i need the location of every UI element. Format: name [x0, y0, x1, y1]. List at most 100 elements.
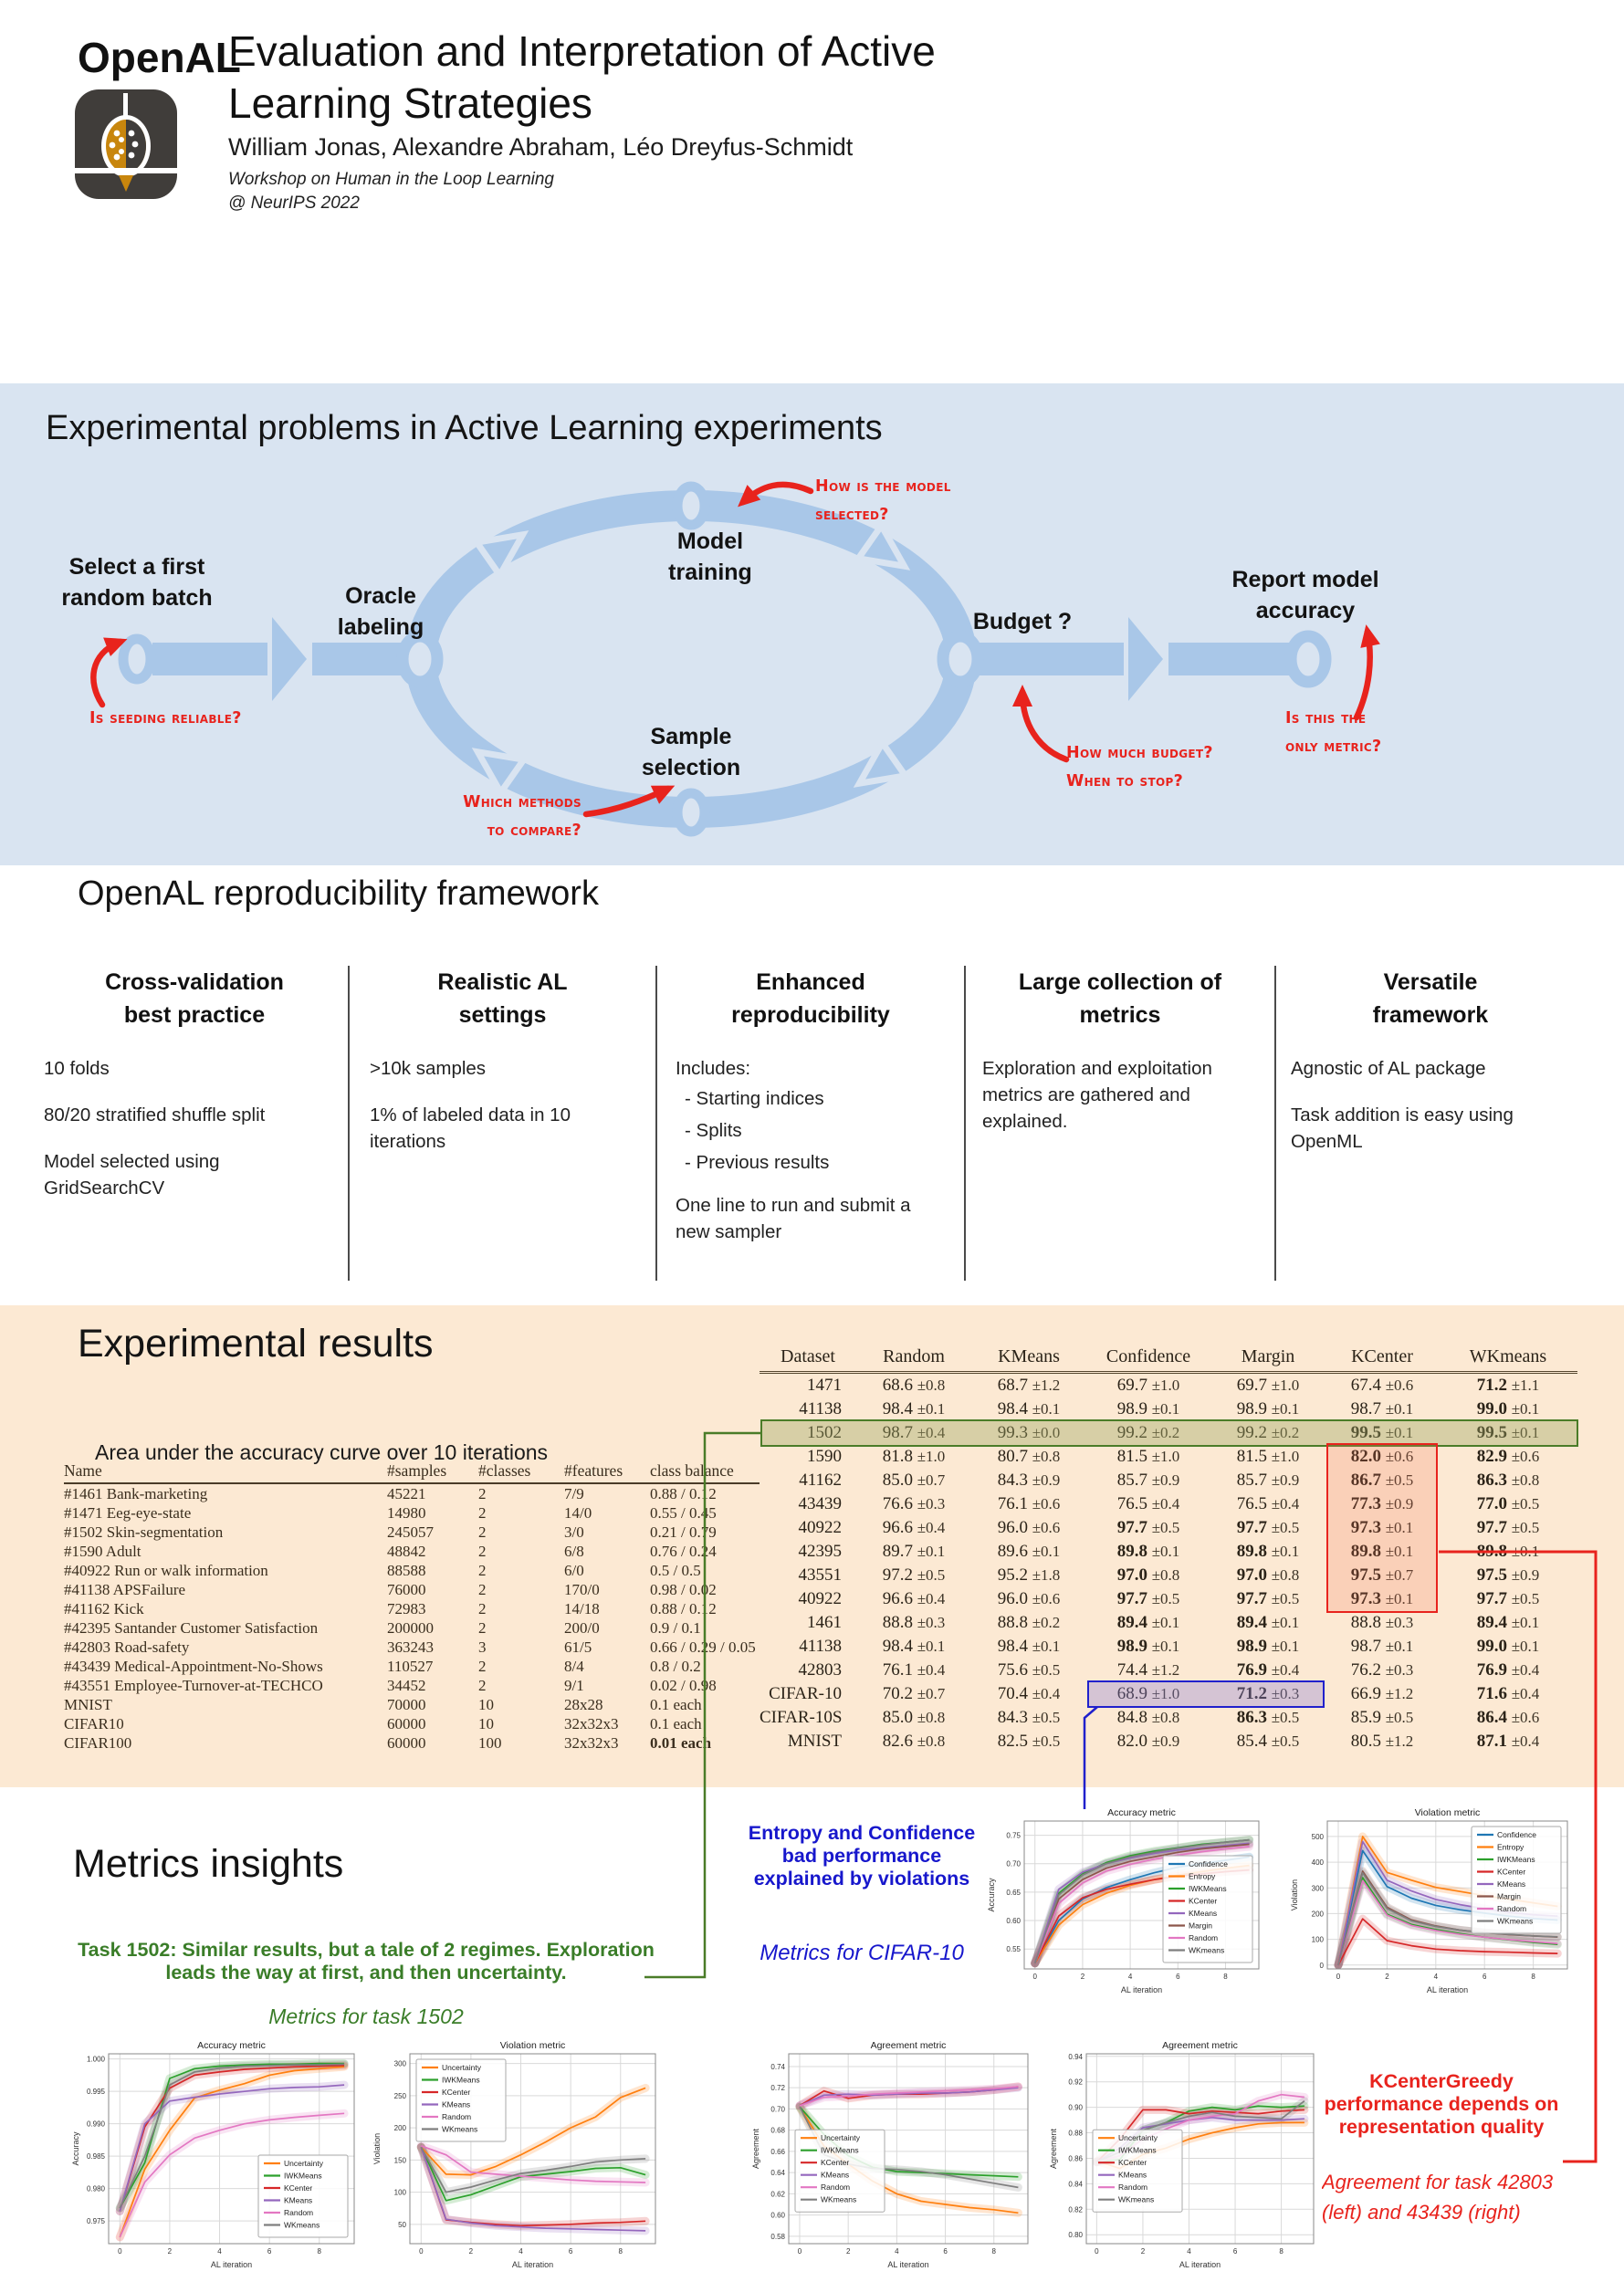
- caption-task1502: Metrics for task 1502: [268, 2005, 464, 2028]
- framework-section-title: OpenAL reproducibility framework: [78, 874, 599, 913]
- svg-text:Violation: Violation: [372, 2133, 382, 2164]
- problems-section-title: Experimental problems in Active Learning…: [46, 409, 883, 447]
- svg-text:AL iteration: AL iteration: [1427, 1985, 1468, 1994]
- svg-text:4: 4: [895, 2247, 899, 2256]
- svg-text:4: 4: [519, 2247, 523, 2256]
- svg-text:WKmeans: WKmeans: [284, 2221, 320, 2230]
- callout-task1502: Task 1502: Similar results, but a tale o…: [78, 1939, 655, 1984]
- experimental-title: Experimental results: [78, 1322, 434, 1366]
- svg-text:0.94: 0.94: [1068, 2053, 1083, 2061]
- svg-text:WKmeans: WKmeans: [442, 2125, 477, 2134]
- svg-text:Uncertainty: Uncertainty: [821, 2133, 861, 2142]
- svg-text:6: 6: [1483, 1973, 1487, 1981]
- svg-text:0.58: 0.58: [770, 2233, 785, 2241]
- svg-text:0.74: 0.74: [770, 2063, 785, 2071]
- svg-text:6: 6: [943, 2247, 948, 2256]
- svg-text:KCenter: KCenter: [821, 2158, 849, 2167]
- svg-text:0.985: 0.985: [87, 2152, 106, 2161]
- svg-text:WKmeans: WKmeans: [1497, 1917, 1533, 1926]
- workshop-venue: Workshop on Human in the Loop Learning @…: [228, 170, 555, 213]
- svg-text:KCenter: KCenter: [1118, 2158, 1147, 2167]
- svg-text:4: 4: [1128, 1973, 1133, 1981]
- svg-text:IWKMeans: IWKMeans: [821, 2146, 859, 2155]
- svg-text:Entropy: Entropy: [1497, 1843, 1524, 1852]
- svg-text:Random: Random: [1118, 2183, 1147, 2192]
- svg-text:AL iteration: AL iteration: [211, 2260, 252, 2269]
- svg-text:Random: Random: [1497, 1904, 1526, 1913]
- svg-text:WKmeans: WKmeans: [821, 2195, 856, 2204]
- svg-text:0.72: 0.72: [770, 2084, 785, 2092]
- svg-text:Confidence: Confidence: [1497, 1830, 1536, 1839]
- svg-text:0: 0: [1320, 1962, 1325, 1970]
- svg-text:6: 6: [569, 2247, 573, 2256]
- svg-text:Margin: Margin: [1189, 1921, 1212, 1931]
- svg-text:0.68: 0.68: [770, 2127, 785, 2135]
- svg-text:8: 8: [1279, 2247, 1283, 2256]
- svg-text:2: 2: [469, 2247, 474, 2256]
- svg-text:8: 8: [318, 2247, 322, 2256]
- svg-text:2: 2: [846, 2247, 851, 2256]
- svg-text:Violation metric: Violation metric: [1415, 1807, 1481, 1818]
- svg-text:8: 8: [619, 2247, 623, 2256]
- svg-text:KCenter: KCenter: [1497, 1868, 1525, 1877]
- svg-text:KCenter: KCenter: [442, 2088, 470, 2097]
- svg-text:8: 8: [1223, 1973, 1228, 1981]
- svg-text:8: 8: [1531, 1973, 1535, 1981]
- svg-text:400: 400: [1312, 1858, 1325, 1867]
- svg-text:150: 150: [394, 2156, 407, 2164]
- svg-text:Accuracy: Accuracy: [987, 1878, 996, 1912]
- svg-text:KMeans: KMeans: [1189, 1909, 1217, 1918]
- svg-text:2: 2: [1081, 1973, 1085, 1981]
- svg-text:0.60: 0.60: [1006, 1917, 1021, 1925]
- node-label-budget: Budget ?: [972, 609, 1073, 634]
- svg-text:IWKMeans: IWKMeans: [1189, 1884, 1227, 1893]
- svg-text:500: 500: [1312, 1833, 1325, 1841]
- svg-text:Agreement metric: Agreement metric: [871, 2040, 947, 2051]
- svg-text:8: 8: [992, 2247, 997, 2256]
- svg-text:0: 0: [118, 2247, 122, 2256]
- svg-text:WKmeans: WKmeans: [1118, 2195, 1154, 2204]
- svg-text:KMeans: KMeans: [1497, 1879, 1525, 1889]
- svg-text:2: 2: [1385, 1973, 1389, 1981]
- poster-title: Evaluation and Interpretation of Active …: [228, 27, 936, 127]
- svg-text:Confidence: Confidence: [1189, 1859, 1228, 1869]
- svg-text:0.980: 0.980: [87, 2185, 106, 2193]
- svg-text:WKmeans: WKmeans: [1189, 1946, 1224, 1955]
- svg-text:Random: Random: [1189, 1933, 1218, 1942]
- svg-text:0.66: 0.66: [770, 2148, 785, 2156]
- caption-cifar: Metrics for CIFAR-10: [760, 1941, 964, 1965]
- svg-text:200: 200: [394, 2124, 407, 2132]
- svg-text:Random: Random: [284, 2208, 313, 2217]
- svg-text:6: 6: [1233, 2247, 1238, 2256]
- svg-text:0.86: 0.86: [1068, 2154, 1083, 2162]
- svg-text:100: 100: [394, 2189, 407, 2197]
- svg-text:0.995: 0.995: [87, 2088, 106, 2096]
- svg-text:Agreement: Agreement: [751, 2128, 760, 2169]
- svg-text:Violation metric: Violation metric: [500, 2040, 566, 2051]
- svg-text:0.70: 0.70: [1006, 1860, 1021, 1869]
- caption-agreement: Agreement for task 42803(left) and 43439…: [1322, 2171, 1554, 2224]
- svg-text:200: 200: [1312, 1910, 1325, 1918]
- metrics-title: Metrics insights: [73, 1842, 344, 1886]
- annotation-budget: How much budget?When to stop?: [1066, 744, 1213, 790]
- svg-text:Violation: Violation: [1290, 1879, 1299, 1910]
- svg-text:0.70: 0.70: [770, 2105, 785, 2113]
- svg-text:Entropy: Entropy: [1189, 1872, 1216, 1881]
- svg-text:0.82: 0.82: [1068, 2205, 1083, 2214]
- svg-text:KMeans: KMeans: [284, 2196, 312, 2205]
- svg-text:Random: Random: [821, 2183, 850, 2192]
